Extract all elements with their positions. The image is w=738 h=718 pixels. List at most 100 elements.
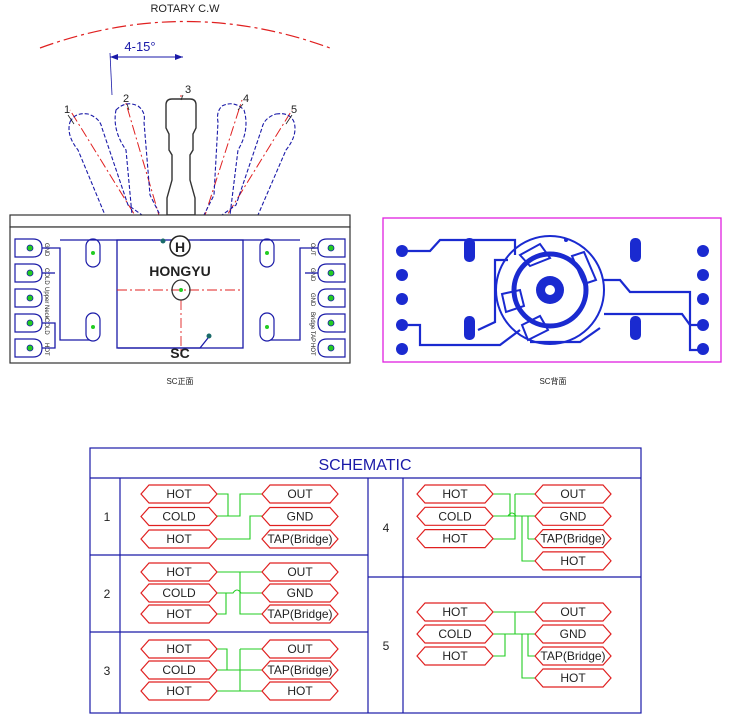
rotary-indicator: ROTARY C.W [39, 3, 331, 49]
left-terminal-holes [26, 244, 34, 352]
svg-text:HOT: HOT [43, 343, 49, 356]
schematic-box [534, 602, 612, 622]
front-caption: SC正面 [166, 377, 193, 386]
schematic-box-label: HOT [166, 532, 192, 546]
schematic-title: SCHEMATIC [318, 457, 411, 474]
schematic-box [140, 604, 218, 624]
logo-letter: H [175, 239, 185, 255]
svg-text:1: 1 [104, 510, 111, 524]
schematic-box-label: GND [560, 509, 587, 523]
svg-text:COLD: COLD [43, 268, 49, 285]
svg-text:5: 5 [383, 639, 390, 653]
schematic-box [416, 484, 494, 504]
svg-text:GND: GND [309, 293, 315, 307]
schematic-box-label: HOT [287, 684, 313, 698]
svg-text:HOT: HOT [309, 343, 315, 356]
back-traces [402, 238, 703, 352]
right-terminal-holes [327, 244, 335, 352]
svg-text:2: 2 [104, 587, 111, 601]
schematic-box-label: HOT [560, 671, 586, 685]
schematic-box-label: TAP(Bridge) [267, 607, 332, 621]
schematic-box [416, 646, 494, 666]
svg-text:5: 5 [291, 104, 297, 116]
brand-name: HONGYU [149, 263, 210, 279]
angle-label: 4-15° [124, 39, 155, 54]
schematic-box-label: OUT [287, 565, 313, 579]
schematic-box [140, 681, 218, 701]
schematic-table [89, 447, 642, 714]
svg-text:4: 4 [383, 521, 390, 535]
svg-text:GND: GND [309, 268, 315, 282]
schematic-box-label: HOT [442, 649, 468, 663]
schematic-box-label: HOT [166, 684, 192, 698]
schematic-box-label: TAP(Bridge) [540, 532, 605, 546]
schematic-box [534, 624, 612, 644]
schematic-box [534, 551, 612, 571]
schematic-box-label: HOT [442, 532, 468, 546]
schematic-box [416, 506, 494, 526]
front-contacts [85, 238, 275, 342]
center-lever [165, 98, 197, 216]
schematic-box [416, 602, 494, 622]
schematic-box-label: COLD [438, 627, 472, 641]
schematic-box [416, 624, 494, 644]
schematic-box-label: HOT [166, 487, 192, 501]
back-caption: SC背面 [539, 376, 566, 386]
right-pin-labels: OUT GND GND Bridge TAP HOT [309, 243, 315, 356]
position-leaders [67, 94, 293, 125]
schematic-box [261, 562, 339, 582]
schematic-labels: HOT COLD HOT OUT GND TAP(Bridge) HOT COLD HOT OUT… [162, 487, 605, 698]
schematic-box-label: HOT [442, 487, 468, 501]
schematic-box-label: TAP(Bridge) [267, 663, 332, 677]
back-board [382, 217, 722, 363]
rotor-segments [500, 242, 598, 342]
schematic-box [261, 583, 339, 603]
schematic-boxes [140, 484, 612, 701]
schematic-box [140, 639, 218, 659]
schematic-box [261, 529, 339, 549]
svg-text:3: 3 [104, 664, 111, 678]
schematic-wiring [217, 493, 535, 692]
schematic-box-label: HOT [442, 605, 468, 619]
schematic-box [140, 562, 218, 582]
schematic-box [261, 639, 339, 659]
lever-outlines [68, 103, 296, 216]
svg-text:COLD: COLD [43, 318, 49, 335]
schematic-box-label: OUT [287, 487, 313, 501]
svg-text:3: 3 [185, 84, 191, 96]
schematic-box [140, 583, 218, 603]
position-numbers: 1 2 3 4 5 [64, 84, 297, 116]
rotor-pivot [171, 279, 191, 301]
back-pads [396, 238, 709, 355]
svg-text:1: 1 [64, 104, 70, 116]
schematic-box-label: HOT [166, 565, 192, 579]
brand-logo [169, 235, 191, 257]
schematic-box [140, 506, 218, 527]
schematic-box [261, 604, 339, 624]
schematic-box [261, 484, 339, 504]
schematic-box [261, 506, 339, 527]
left-terminals [14, 238, 43, 358]
svg-text:Bridge TAP: Bridge TAP [309, 312, 315, 342]
schematic-box [140, 660, 218, 680]
schematic-box-label: GND [560, 627, 587, 641]
schematic-box-label: HOT [560, 554, 586, 568]
model-code: SC [170, 345, 189, 361]
schematic-box [416, 529, 494, 549]
svg-text:GND: GND [43, 243, 49, 257]
svg-text:2: 2 [123, 93, 129, 105]
schematic-box [140, 529, 218, 549]
schematic-box-label: TAP(Bridge) [267, 532, 332, 546]
schematic-box-label: COLD [162, 510, 196, 524]
front-contact-dots [91, 251, 269, 329]
back-rotor [495, 235, 605, 345]
schematic-box-label: OUT [560, 605, 586, 619]
schematic-box-label: GND [287, 510, 314, 524]
schematic-row-numbers: 1 2 3 4 5 [104, 510, 390, 678]
schematic-box [534, 506, 612, 526]
schematic-box-label: COLD [162, 586, 196, 600]
angle-dimension: 4-15° [109, 39, 183, 96]
schematic-box-label: HOT [166, 642, 192, 656]
schematic-box-label: TAP(Bridge) [540, 649, 605, 663]
